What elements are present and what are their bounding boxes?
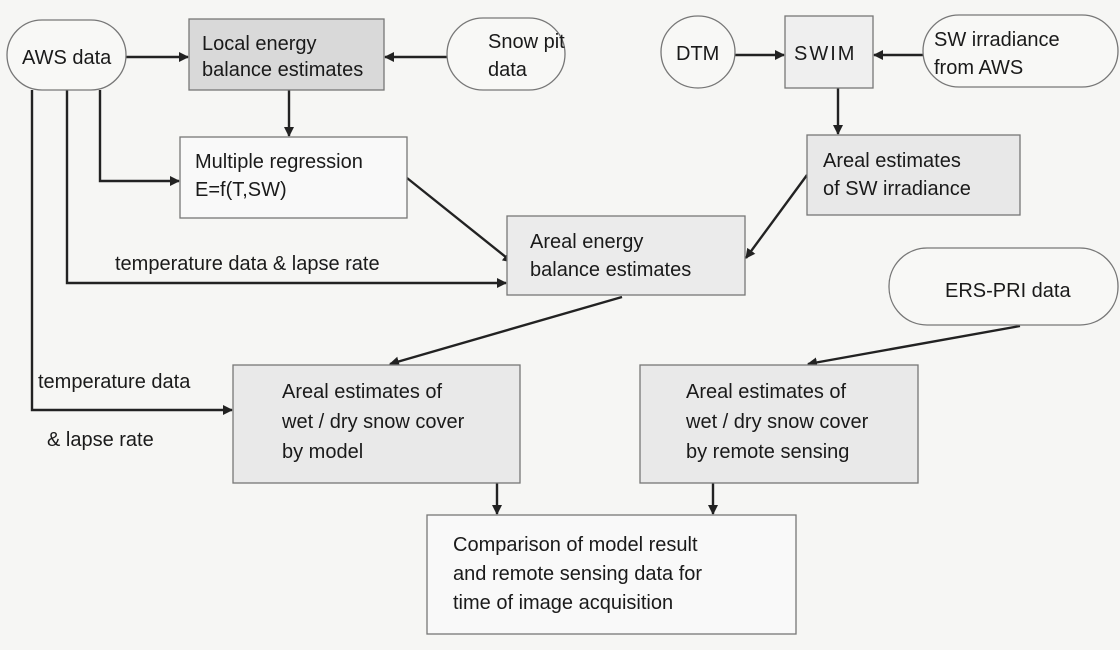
edges <box>30 50 1021 515</box>
node-label: of SW irradiance <box>823 178 971 200</box>
node-label: DTM <box>676 43 719 65</box>
node-label: SW irradiance <box>934 29 1060 51</box>
node-wet-dry-by-remote-sensing: Areal estimates of wet / dry snow cover … <box>639 364 919 484</box>
node-label: from AWS <box>934 57 1023 79</box>
arrow-erspri-to-remote <box>807 324 1021 368</box>
node-label: time of image acquisition <box>453 592 673 614</box>
node-label: SWIM <box>794 43 856 65</box>
edge-label-lapse-rate: & lapse rate <box>47 429 154 451</box>
node-label: wet / dry snow cover <box>281 411 465 433</box>
node-aws-data: AWS data <box>6 19 127 91</box>
arrow-multireg-to-arealeb <box>406 177 513 263</box>
node-label: E=f(T,SW) <box>195 179 287 201</box>
node-local-energy-balance: Local energy balance estimates <box>188 18 385 91</box>
node-label: Areal estimates <box>823 150 961 172</box>
arrow-aws-to-multireg <box>98 90 180 186</box>
arrow-aws-to-arealeb <box>65 90 507 288</box>
node-label: Multiple regression <box>195 151 363 173</box>
node-label: AWS data <box>22 47 112 69</box>
node-label: balance estimates <box>530 259 691 281</box>
node-label: data <box>488 59 528 81</box>
node-label: balance estimates <box>202 59 363 81</box>
node-ers-pri-data: ERS-PRI data <box>888 247 1119 326</box>
node-label: and remote sensing data for <box>453 563 702 585</box>
node-label: Areal estimates of <box>686 381 847 403</box>
node-label: Snow pit <box>488 31 565 53</box>
edge-label-temp-lapse: temperature data & lapse rate <box>115 253 380 275</box>
node-label: by model <box>282 441 363 463</box>
node-areal-energy-balance: Areal energy balance estimates <box>506 215 746 296</box>
node-label: Comparison of model result <box>453 534 698 556</box>
node-wet-dry-by-model: Areal estimates of wet / dry snow cover … <box>232 364 521 484</box>
node-label: ERS-PRI data <box>945 280 1071 302</box>
node-label: by remote sensing <box>686 441 849 463</box>
node-multiple-regression: Multiple regression E=f(T,SW) <box>179 136 408 219</box>
arrow-aws-to-model <box>30 90 233 415</box>
node-snow-pit-data: Snow pit data <box>446 17 566 91</box>
node-sw-irradiance-from-aws: SW irradiance from AWS <box>922 14 1119 88</box>
arrow-arealsw-to-arealeb <box>745 174 808 259</box>
node-areal-sw-irradiance: Areal estimates of SW irradiance <box>806 134 1021 216</box>
edge-label-temp-data: temperature data <box>38 371 191 393</box>
node-swim: SWIM <box>784 15 874 89</box>
node-label: Local energy <box>202 33 317 55</box>
node-label: Areal estimates of <box>282 381 443 403</box>
arrow-arealeb-to-model <box>389 295 623 367</box>
node-dtm: DTM <box>660 15 736 89</box>
node-comparison: Comparison of model result and remote se… <box>426 514 797 635</box>
node-label: wet / dry snow cover <box>685 411 869 433</box>
node-label: Areal energy <box>530 231 643 253</box>
